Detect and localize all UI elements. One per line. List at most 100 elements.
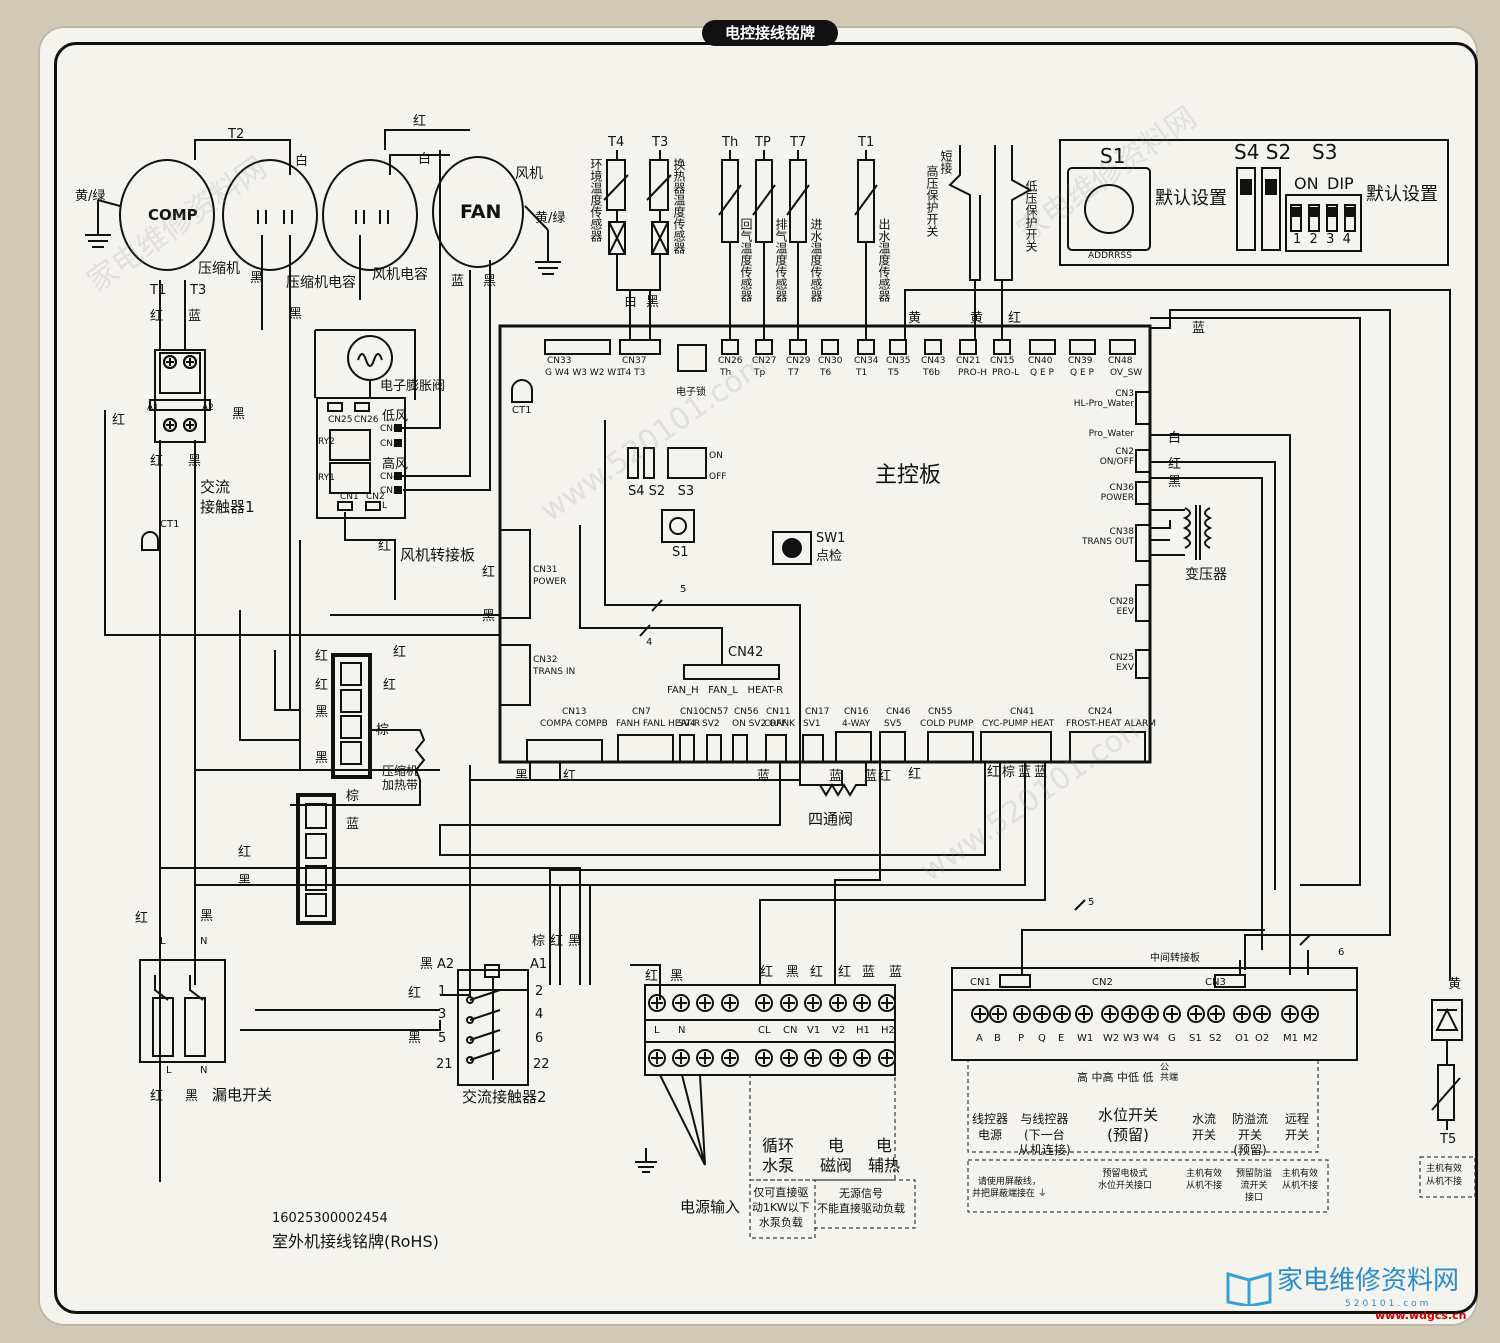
ground-icon-right xyxy=(535,230,561,275)
ct1-left: CT1 xyxy=(160,519,180,530)
wire-white-comp: 白 xyxy=(295,154,309,169)
s3-on: ON xyxy=(1294,174,1319,193)
yg-right: 黄/绿 xyxy=(535,211,566,226)
eev-cn3: CN3 xyxy=(380,486,399,496)
wire-brown-fb: 棕 xyxy=(376,723,390,738)
conn-right-label: CN25 xyxy=(1109,653,1134,663)
mid-terminal-pin: M2 xyxy=(1303,1033,1318,1044)
conn-top-pins: T1 xyxy=(856,368,868,378)
leakage-switch-outline xyxy=(139,959,226,1063)
s1-title: S1 xyxy=(1100,144,1126,168)
contactor-screw-icon xyxy=(183,355,197,369)
wire-blue-2: 蓝 xyxy=(346,817,360,832)
mid-note: 主机有效 从机不接 xyxy=(1186,1169,1223,1192)
heater-label: 压缩机 加热带 xyxy=(382,764,419,793)
wire-black-bot: 黑 xyxy=(515,769,529,784)
ct1-board: CT1 xyxy=(512,405,532,416)
terminal-screw-icon xyxy=(853,1049,871,1067)
c2-pin3: 3 xyxy=(438,1007,447,1022)
mid-terminal-screw-icon xyxy=(1013,1005,1031,1023)
mid-terminal-screw-icon xyxy=(1233,1005,1251,1023)
wire-red-top: 红 xyxy=(413,114,427,129)
pt-blue2: 蓝 xyxy=(889,965,903,980)
mid-terminal-screw-icon xyxy=(971,1005,989,1023)
pt-red: 红 xyxy=(645,969,659,984)
mid-terminal-pin: W4 xyxy=(1143,1033,1160,1044)
wire-red-c1b: 红 xyxy=(150,454,164,469)
conn-right-pins: Pro_Water xyxy=(1088,429,1134,439)
terminal-screw-icon xyxy=(696,1049,714,1067)
c2-pin2: 2 xyxy=(535,984,544,999)
compressor-text: 压缩机 xyxy=(198,261,240,277)
wire-blue-bot5: 蓝 xyxy=(1034,765,1048,780)
transformer-symbol xyxy=(1182,505,1213,560)
sensor-t7-id: T7 xyxy=(790,135,807,150)
mid-terminal-screw-icon xyxy=(989,1005,1007,1023)
contactor2-outline xyxy=(457,969,529,1086)
fan-board-label: 风机转接板 xyxy=(400,546,476,564)
wire-t2: T2 xyxy=(228,127,245,142)
contactor2-label: 交流接触器2 xyxy=(462,1088,547,1106)
conn-bottom-label: CN55 xyxy=(928,707,953,717)
leakage-switch-label: 漏电开关 xyxy=(212,1086,273,1104)
power-terminal-block xyxy=(644,984,896,1076)
c2-pin22: 22 xyxy=(533,1057,550,1072)
conn-bottom-label: CN13 xyxy=(562,707,587,717)
board-dip-label: S4 S2 S3 xyxy=(628,484,695,499)
c2-pin21: 21 xyxy=(436,1057,453,1072)
mid-terminal-pin: B xyxy=(994,1033,1001,1044)
wire-black-c1b: 黑 xyxy=(188,454,202,469)
wire-yellow-1: 黄 xyxy=(908,311,922,326)
four-way-coil xyxy=(799,760,867,797)
mid-terminal-screw-icon xyxy=(1301,1005,1319,1023)
conn-top-pins: PRO-L xyxy=(992,368,1020,378)
comp-capacitor-text: 压缩机电容 xyxy=(286,275,356,291)
cn42-pins: FAN_H FAN_L HEAT-R xyxy=(667,685,784,696)
conn-bottom-pins: CYC-PUMP HEAT xyxy=(982,719,1055,729)
mid-note: 主机有效 从机不接 xyxy=(1282,1169,1319,1192)
power-terminal-label: L xyxy=(654,1025,660,1036)
sensor-th-name: 回气温度传感器 xyxy=(739,218,753,302)
conn-bottom-pins: COLD PUMP xyxy=(920,719,974,729)
sw1-label: SW1 xyxy=(816,531,846,546)
conn-top-pins: Tp xyxy=(754,368,766,378)
terminal-screw-icon xyxy=(878,994,896,1012)
contactor1-label: 交流 接触器1 xyxy=(200,478,255,516)
wire-t1: T1 xyxy=(150,283,167,298)
c2-black2: 黑 xyxy=(408,1031,422,1046)
lp-switch-label: 低压保护开关 xyxy=(1024,180,1038,252)
conn-bottom-label: CN11 xyxy=(766,707,791,717)
eev-label: 电子膨胀阀 xyxy=(380,379,446,394)
cn42-label: CN42 xyxy=(728,645,764,660)
sensor-th-id: Th xyxy=(722,135,739,150)
conn-top-pins: T6 xyxy=(820,368,832,378)
conn-bottom-label: CN24 xyxy=(1088,707,1113,717)
wire-black-r: 黑 xyxy=(1168,475,1182,490)
conn-bottom-pins: 4-WAY xyxy=(842,719,870,729)
c2-brown: 棕 xyxy=(532,934,546,949)
pt-blue: 蓝 xyxy=(862,965,876,980)
mid-terminal-screw-icon xyxy=(1075,1005,1093,1023)
wire-blue-bot4: 蓝 xyxy=(1018,765,1032,780)
mid-note: 预留防溢 流开关 接口 xyxy=(1236,1169,1273,1204)
power-note2: 无源信号 不能直接驱动负载 xyxy=(817,1187,905,1216)
terminal-screw-icon xyxy=(672,1049,690,1067)
power-function-label: 电 磁阀 xyxy=(820,1136,853,1175)
wire-red-c1: 红 xyxy=(112,413,126,428)
c2-red: 红 xyxy=(408,986,422,1001)
s3-title: S3 xyxy=(1312,140,1338,164)
terminal-screw-icon xyxy=(696,994,714,1012)
conn-top-pins: T6b xyxy=(923,368,940,378)
conn-right-label: CN2 xyxy=(1115,447,1134,457)
wire-yellow-2: 黄 xyxy=(970,311,984,326)
mid-function-label: 与线控器 (下一台 从机连接) xyxy=(1018,1112,1071,1158)
power-function-label: 循环 水泵 xyxy=(762,1136,795,1175)
comp-label: COMP xyxy=(148,206,198,224)
ground-icon-left xyxy=(85,200,111,248)
eev-low: 低风 xyxy=(382,409,409,424)
conn-bottom-pins: SV5 xyxy=(884,719,902,729)
four-way-label: 四通阀 xyxy=(808,810,854,828)
mid-cn2: CN2 xyxy=(1092,977,1113,988)
wire-black-fb: 黑 xyxy=(482,609,496,624)
